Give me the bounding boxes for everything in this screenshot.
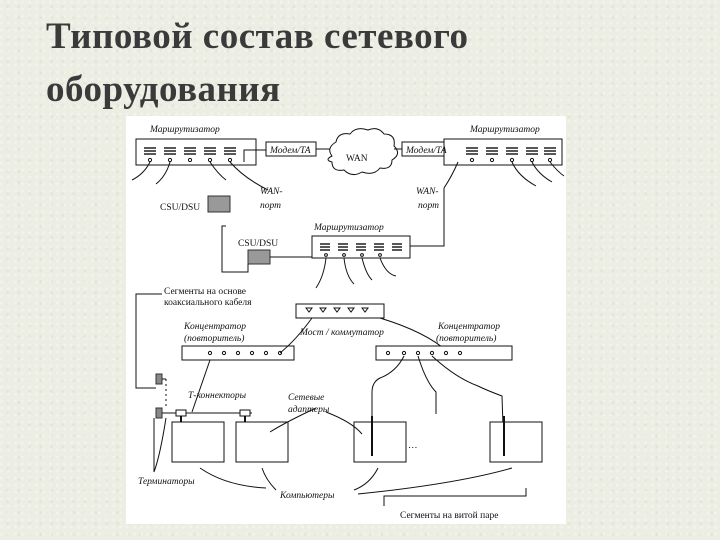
- label-coax-1: Сегменты на основе: [164, 287, 246, 297]
- label-router-middle: Маршрутизатор: [313, 223, 384, 233]
- label-wan-port-right-1: WAN-: [416, 187, 439, 197]
- label-csu-dsu-left: CSU/DSU: [160, 203, 200, 213]
- title-line-1: Типовой состав сетевого: [46, 16, 469, 57]
- hub-left: [181, 345, 295, 361]
- label-hub-right-2: (повторитель): [436, 333, 496, 344]
- page-title: Типовой состав сетевого оборудования: [46, 10, 468, 116]
- label-csu-dsu-middle: CSU/DSU: [238, 239, 278, 249]
- label-hub-left-1: Концентратор: [183, 322, 246, 332]
- label-hub-left-2: (повторитель): [184, 333, 244, 344]
- label-wan-port-right-2: порт: [418, 201, 439, 211]
- label-terminators: Терминаторы: [138, 477, 195, 487]
- label-t-connectors: Т-коннекторы: [188, 391, 247, 401]
- label-computers: Компьютеры: [279, 491, 335, 501]
- label-router-top-right: Маршрутизатор: [469, 125, 540, 135]
- label-adapters-1: Сетевые: [288, 393, 324, 403]
- router-middle: [311, 235, 411, 259]
- label-modem-left: Модем/ТА: [269, 145, 311, 156]
- wan-cloud: [327, 128, 398, 176]
- label-router-top-left: Маршрутизатор: [149, 125, 220, 135]
- label-bridge-switch: Мост / коммутатор: [299, 328, 384, 338]
- router-top-left: [135, 138, 257, 166]
- title-line-2: оборудования: [46, 69, 281, 110]
- label-wan-port-left-1: WAN-: [260, 187, 283, 197]
- network-diagram: Маршрутизатор Маршрутизатор Модем/ТА Мод…: [131, 125, 565, 521]
- hub-right: [375, 345, 513, 361]
- label-twisted-pair: Сегменты на витой паре: [400, 510, 498, 521]
- label-ellipsis: …: [408, 441, 418, 451]
- bridge-switch: [295, 303, 385, 319]
- label-wan: WAN: [346, 154, 368, 164]
- label-modem-right: Модем/ТА: [405, 145, 447, 156]
- label-coax-2: коаксиального кабеля: [164, 297, 252, 308]
- label-wan-port-left-2: порт: [260, 201, 281, 211]
- router-top-right: [443, 138, 563, 166]
- label-adapters-2: адаптеры: [288, 404, 330, 415]
- label-hub-right-1: Концентратор: [437, 322, 500, 332]
- network-diagram-panel: Маршрутизатор Маршрутизатор Модем/ТА Мод…: [126, 116, 566, 524]
